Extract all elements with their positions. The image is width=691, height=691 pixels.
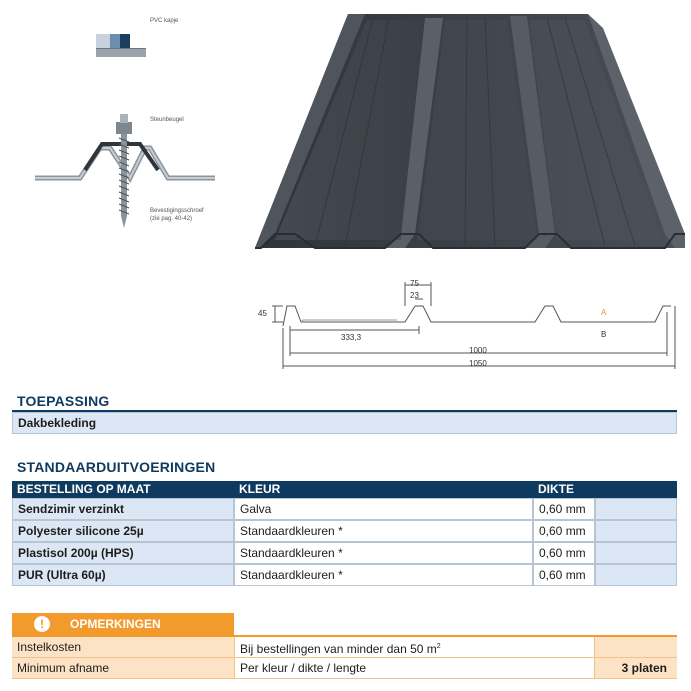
header-kleur: KLEUR [234,481,533,498]
row-thickness: 0,60 mm [533,498,595,520]
row-color: Standaardkleuren * [234,520,533,542]
opmerkingen-extra [595,637,677,658]
row-thickness: 0,60 mm [533,542,595,564]
opmerkingen-value-sup: 2 [436,643,441,650]
dimension-height: 45 [258,309,267,318]
profile-drawing [255,276,691,372]
pvc-cap-label: PVC kapje [150,18,179,24]
screw-label-line2: (zie pag. 40-42) [150,216,193,222]
dimension-cover-width: 1000 [469,346,487,355]
opmerkingen-header: ! OPMERKINGEN [12,613,234,635]
standaard-title: STANDAARDUITVOERINGEN [17,459,216,475]
opmerkingen-value: Bij bestellingen van minder dan 50 m2 [234,637,595,658]
toepassing-title: TOEPASSING [17,393,110,409]
dimension-rib-top: 23 [410,291,419,300]
profile-label-a: A [601,308,607,317]
row-thickness: 0,60 mm [533,564,595,586]
header-extra [595,481,677,498]
row-thickness: 0,60 mm [533,520,595,542]
opmerkingen-title: OPMERKINGEN [70,617,161,631]
opmerkingen-extra: 3 platen [595,658,677,679]
exclamation-icon: ! [34,616,50,632]
mounting-diagram-drawing [35,34,215,228]
mounting-diagram [30,10,230,240]
dimension-pitch: 333,3 [341,333,362,342]
row-color: Standaardkleuren * [234,542,533,564]
opmerkingen-label: Instelkosten [12,637,234,658]
opmerkingen-value: Per kleur / dikte / lengte [234,658,595,679]
row-color: Standaardkleuren * [234,564,533,586]
row-extra [595,564,677,586]
roof-sheet-illustration [255,8,691,270]
row-name: PUR (Ultra 60µ) [12,564,234,586]
roof-sheet-drawing [255,14,685,249]
dimension-total-width: 1050 [469,359,487,368]
row-extra [595,542,677,564]
header-bestelling: BESTELLING OP MAAT [12,481,234,498]
opmerkingen-value-text: Bij bestellingen van minder dan 50 m [240,642,437,656]
row-name: Plastisol 200µ (HPS) [12,542,234,564]
opmerkingen-label: Minimum afname [12,658,234,679]
row-extra [595,520,677,542]
bracket-label: Steunbeugel [150,117,184,123]
row-name: Sendzimir verzinkt [12,498,234,520]
opmerkingen-value-text: Per kleur / dikte / lengte [240,661,367,675]
opmerkingen-rule [12,635,677,637]
toepassing-value: Dakbekleding [12,412,677,434]
header-dikte: DIKTE [533,481,595,498]
dimension-rib-width: 75 [410,279,419,288]
row-extra [595,498,677,520]
row-name: Polyester silicone 25µ [12,520,234,542]
profile-drawing-svg [272,282,676,369]
row-color: Galva [234,498,533,520]
toepassing-rule [12,410,677,412]
screw-label-line1: Bevestigingsschroef [150,208,204,214]
profile-label-b: B [601,330,607,339]
